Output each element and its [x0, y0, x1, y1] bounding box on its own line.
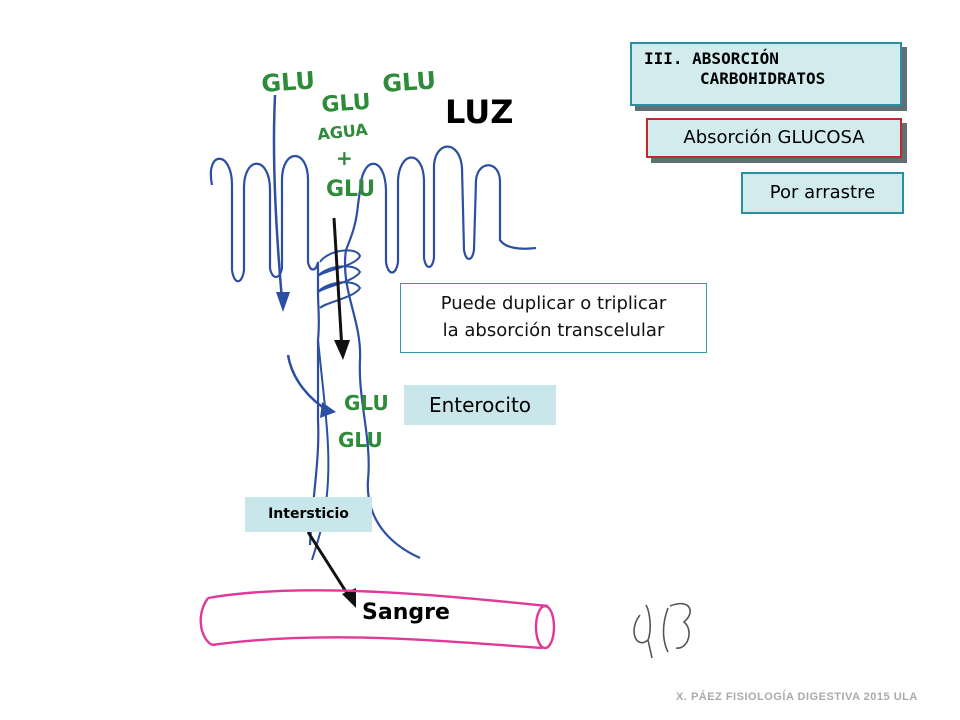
glucose-label-4: GLU [326, 177, 375, 202]
blood-arrow [306, 531, 352, 599]
title-line-2: CARBOHIDRATOS [700, 69, 826, 88]
glucose-label-2: GLU [321, 90, 372, 118]
note-line-1: Puede duplicar o triplicar [440, 293, 667, 314]
note-box: Puede duplicar o triplicar la absorción … [400, 283, 707, 353]
subtitle-box: Absorción GLUCOSA [646, 118, 902, 158]
lumen-label: LUZ [445, 93, 514, 131]
blood-arrowhead [342, 588, 356, 608]
glucose-label-6: GLU [338, 428, 383, 452]
footer-credit: X. PÁEZ FISIOLOGÍA DIGESTIVA 2015 ULA [676, 691, 918, 703]
interstitium-label: Intersticio [245, 497, 372, 532]
glucose-label-5: GLU [344, 391, 389, 415]
paracellular-arrow [332, 217, 344, 351]
signature-scribble [633, 602, 691, 659]
title-box: III. ABSORCIÓN CARBOHIDRATOS [630, 42, 902, 106]
enterocyte-inner [311, 339, 330, 561]
plus-label: + [336, 146, 353, 170]
glucose-label-3: GLU [381, 66, 436, 98]
enterocyte-label: Enterocito [404, 385, 556, 425]
blood-label: Sangre [362, 600, 450, 625]
water-label: AGUA [316, 120, 369, 144]
blood-vessel [199, 589, 556, 650]
entry-arrowhead [320, 402, 336, 418]
note-line-2: la absorción transcelular [442, 320, 665, 341]
lumen-arrow [272, 94, 284, 301]
lumen-arrowhead [276, 292, 290, 312]
villi-membrane-right [344, 145, 537, 274]
paracellular-arrowhead [334, 340, 350, 360]
villi-membrane [209, 154, 320, 546]
tight-junction [317, 249, 362, 309]
enterocyte-outline [343, 249, 421, 560]
glucose-label-1: GLU [260, 66, 315, 98]
mechanism-box: Por arrastre [741, 172, 904, 214]
title-line-1: III. ABSORCIÓN [644, 49, 779, 68]
